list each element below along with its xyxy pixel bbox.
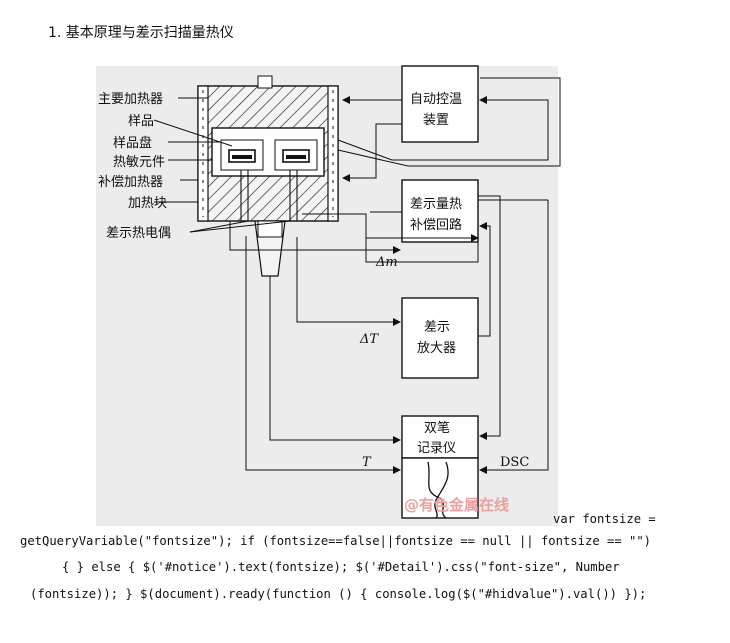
amplifier-line1: 差示 xyxy=(424,320,450,335)
watermark: @有色金属在线 xyxy=(404,496,509,514)
amplifier-box xyxy=(401,297,479,379)
recorder-paper xyxy=(401,457,479,519)
signal-dT: ΔT xyxy=(359,332,379,347)
amplifier-line2: 放大器 xyxy=(417,341,456,356)
auto-temp-line2: 装置 xyxy=(423,113,449,128)
signal-dm: Δm xyxy=(375,255,398,270)
label-thermal-element: 热敏元件 xyxy=(113,155,165,170)
dsc-comp-line1: 差示量热 xyxy=(410,197,462,212)
code-line-4: (fontsize)); } $(document).ready(functio… xyxy=(30,587,647,601)
recorder-line2: 记录仪 xyxy=(417,441,456,456)
signal-dsc: DSC xyxy=(500,455,529,470)
label-heating-block: 加热块 xyxy=(128,196,167,211)
dsc-compensation-box xyxy=(401,179,479,243)
auto-temp-line1: 自动控温 xyxy=(410,92,462,107)
label-main-heater: 主要加热器 xyxy=(98,92,163,107)
signal-T: T xyxy=(362,455,372,470)
dsc-comp-line2: 补偿回路 xyxy=(410,217,462,233)
auto-temp-box xyxy=(401,65,479,143)
furnace-assembly xyxy=(197,75,339,277)
label-thermocouple: 差示热电偶 xyxy=(106,226,171,241)
page-title: 1. 基本原理与差示扫描量热仪 xyxy=(48,25,234,41)
recorder-line1: 双笔 xyxy=(424,420,450,436)
recorder-box xyxy=(401,415,479,459)
code-line-3: { } else { $('#notice').text(fontsize); … xyxy=(62,560,620,574)
label-sample: 样品 xyxy=(128,114,154,129)
code-line-2: getQueryVariable("fontsize"); if (fontsi… xyxy=(20,534,652,548)
label-sample-pan: 样品盘 xyxy=(113,135,152,151)
label-comp-heater: 补偿加热器 xyxy=(98,175,163,190)
code-line-1: var fontsize = xyxy=(553,512,656,526)
